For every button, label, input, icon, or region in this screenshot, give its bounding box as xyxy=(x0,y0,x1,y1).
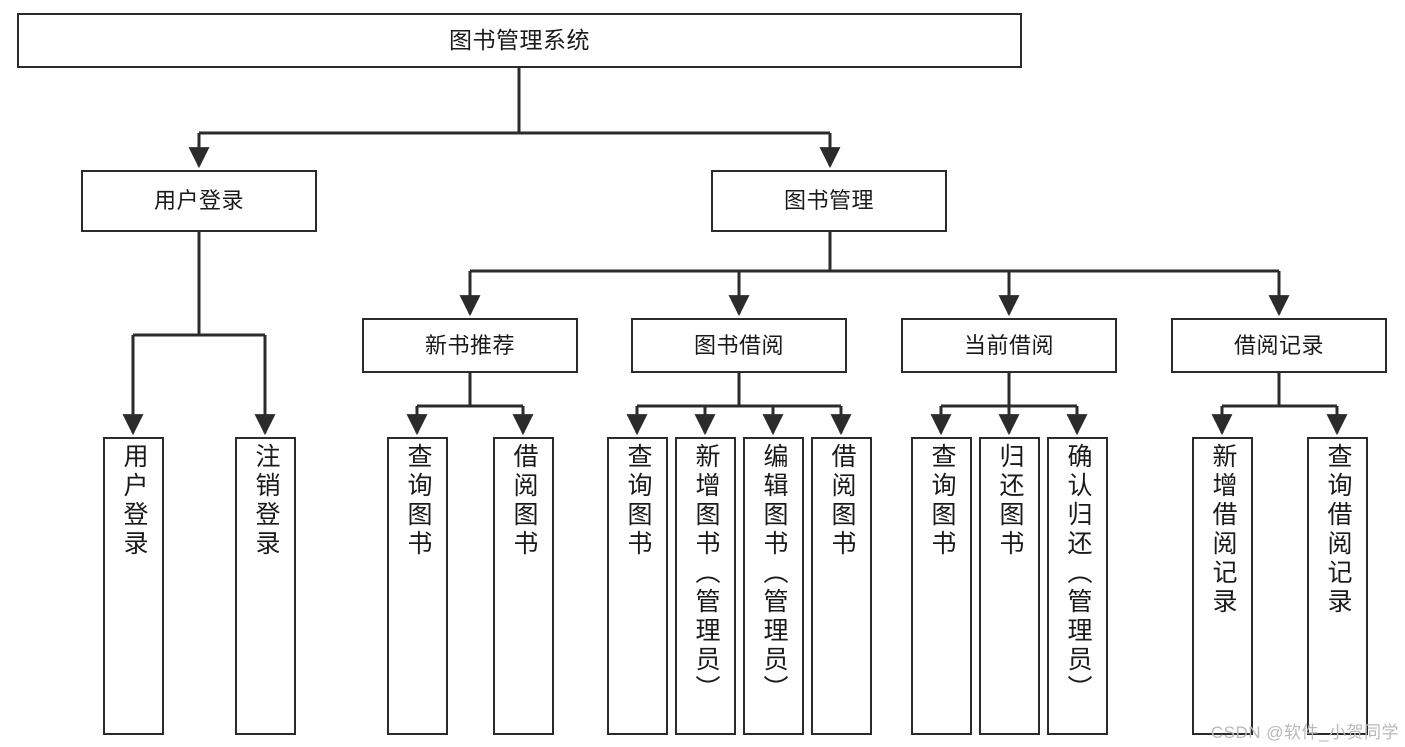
leaf-user-login[interactable]: 用户登录 xyxy=(103,437,164,735)
leaf-query-book-newbook[interactable]: 查询图书 xyxy=(387,437,448,735)
node-label: 查询借阅记录 xyxy=(1324,443,1352,617)
node-label: 图书管理系统 xyxy=(449,26,590,53)
node-label: 查询图书 xyxy=(404,443,432,559)
node-label: 新书推荐 xyxy=(424,332,515,358)
leaf-query-book-current[interactable]: 查询图书 xyxy=(911,437,972,735)
node-root[interactable]: 图书管理系统 xyxy=(17,13,1022,68)
node-borrow-records[interactable]: 借阅记录 xyxy=(1171,318,1387,373)
node-label: 确认归还（管理员） xyxy=(1064,443,1092,704)
node-user-login[interactable]: 用户登录 xyxy=(81,170,317,232)
leaf-logout[interactable]: 注销登录 xyxy=(235,437,296,735)
node-label: 用户登录 xyxy=(120,443,148,559)
watermark: CSDN @软件_小贺同学 xyxy=(1210,723,1399,742)
node-label: 当前借阅 xyxy=(963,332,1054,358)
node-label: 归还图书 xyxy=(996,443,1024,559)
node-label: 查询图书 xyxy=(928,443,956,559)
node-book-borrowing[interactable]: 图书借阅 xyxy=(631,318,847,373)
leaf-query-borrow-record[interactable]: 查询借阅记录 xyxy=(1307,437,1368,735)
leaf-add-borrow-record[interactable]: 新增借阅记录 xyxy=(1192,437,1253,735)
node-label: 图书管理 xyxy=(783,188,874,214)
leaf-confirm-return-admin[interactable]: 确认归还（管理员） xyxy=(1047,437,1108,735)
node-label: 新增借阅记录 xyxy=(1209,443,1237,617)
node-current-borrowing[interactable]: 当前借阅 xyxy=(901,318,1117,373)
node-label: 新增图书（管理员） xyxy=(692,443,720,704)
node-label: 查询图书 xyxy=(624,443,652,559)
node-label: 借阅图书 xyxy=(510,443,538,559)
leaf-borrow-book[interactable]: 借阅图书 xyxy=(811,437,872,735)
leaf-borrow-book-newbook[interactable]: 借阅图书 xyxy=(493,437,554,735)
node-label: 借阅记录 xyxy=(1233,332,1324,358)
node-new-book-recommendation[interactable]: 新书推荐 xyxy=(362,318,578,373)
node-label: 图书借阅 xyxy=(693,332,784,358)
leaf-query-book-borrow[interactable]: 查询图书 xyxy=(607,437,668,735)
node-label: 用户登录 xyxy=(153,188,244,214)
node-label: 注销登录 xyxy=(252,443,280,559)
node-label: 借阅图书 xyxy=(828,443,856,559)
leaf-edit-book-admin[interactable]: 编辑图书（管理员） xyxy=(743,437,804,735)
leaf-return-book[interactable]: 归还图书 xyxy=(979,437,1040,735)
node-book-management[interactable]: 图书管理 xyxy=(711,170,947,232)
node-label: 编辑图书（管理员） xyxy=(760,443,788,704)
leaf-add-book-admin[interactable]: 新增图书（管理员） xyxy=(675,437,736,735)
